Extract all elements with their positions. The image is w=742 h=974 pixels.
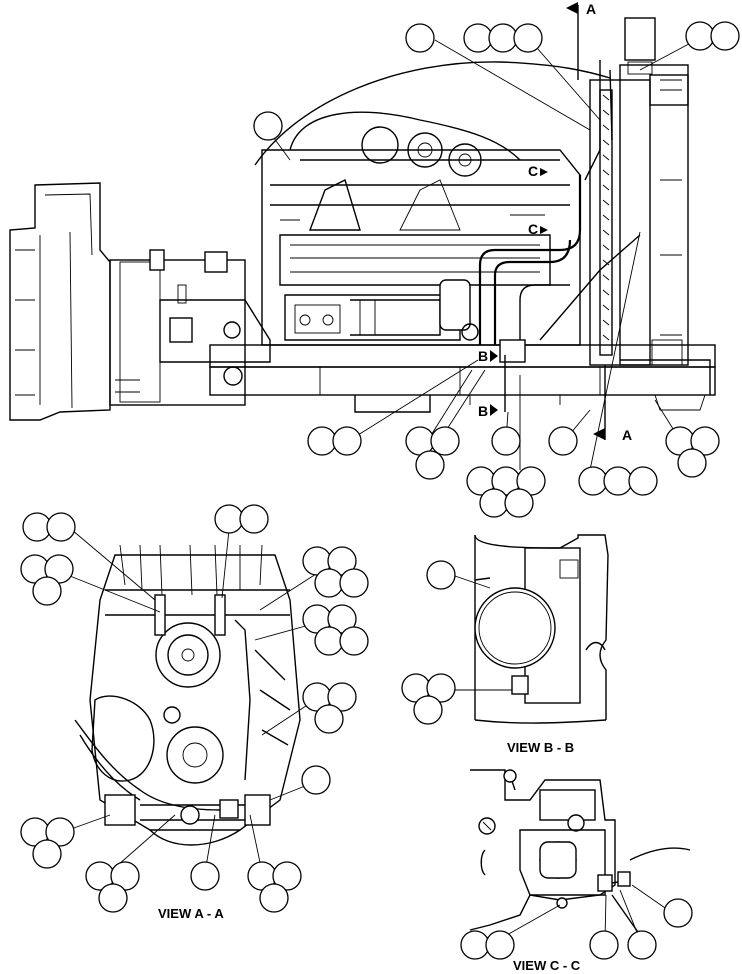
section-mark-b-top: B (478, 348, 488, 364)
turbochargers (289, 111, 560, 177)
engine-block (261, 149, 581, 346)
section-mark-c-bottom: C (528, 221, 538, 237)
main-callouts (253, 21, 740, 518)
flywheel-housing (9, 182, 111, 421)
generator-housing (109, 249, 271, 406)
lifting-arc (254, 61, 611, 166)
engine-front-outline (74, 544, 301, 846)
section-mark-c-top: C (528, 163, 538, 179)
view-c-c-title: VIEW C - C (513, 958, 581, 973)
view-b-b: VIEW B - B (401, 534, 609, 755)
base-frame (209, 344, 716, 413)
view-c-c: VIEW C - C (460, 769, 693, 973)
section-mark-b-bottom: B (478, 403, 488, 419)
view-a-a: VIEW A - A (20, 504, 369, 921)
coolant-piping (478, 60, 641, 363)
main-side-view: A A B B C C (9, 1, 740, 518)
view-a-a-callouts (20, 504, 369, 913)
section-lines: A A B B C C (478, 1, 632, 443)
section-mark-a-top: A (586, 1, 596, 17)
view-a-a-title: VIEW A - A (158, 906, 224, 921)
section-mark-a-bottom: A (622, 427, 632, 443)
view-b-b-title: VIEW B - B (507, 740, 574, 755)
radiator (589, 17, 711, 395)
